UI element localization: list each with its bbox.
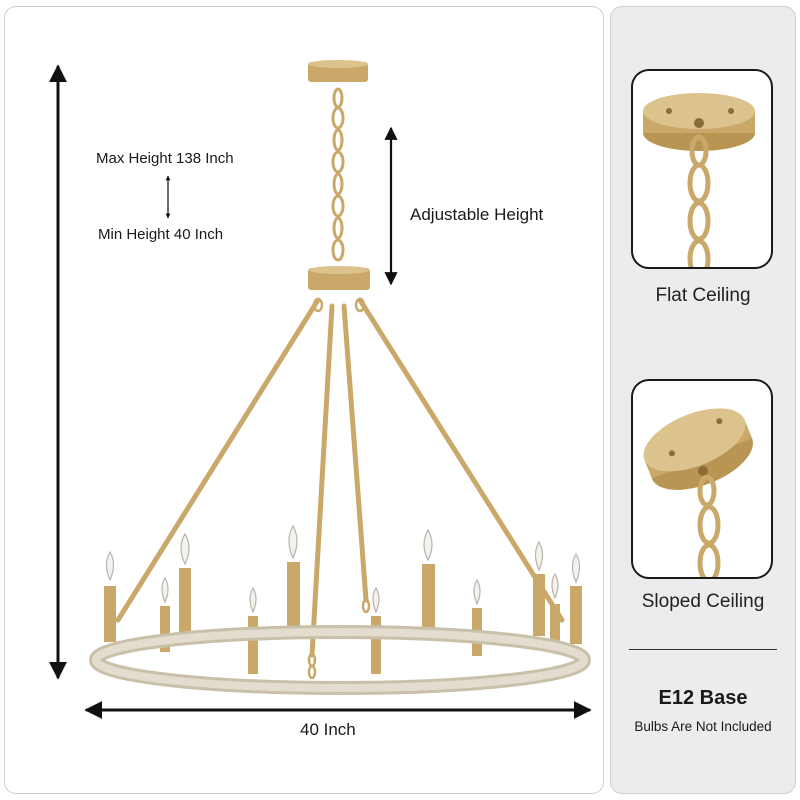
hanging-chain — [331, 87, 345, 262]
support-rods — [115, 297, 565, 658]
chandelier-hub — [308, 266, 370, 290]
sloped-ceiling-thumbnail — [631, 379, 773, 579]
bulb-note: Bulbs Are Not Included — [634, 719, 772, 734]
candle-bulbs — [105, 524, 581, 614]
candle-arms — [104, 562, 582, 674]
rod-hook-joints — [307, 297, 371, 668]
sloped-ceiling-canopy-image — [643, 408, 754, 577]
flat-ceiling-thumbnail — [631, 69, 773, 269]
min-height-label: Min Height 40 Inch — [98, 226, 224, 243]
wood-ring — [89, 625, 591, 695]
ceiling-canopy — [308, 60, 368, 82]
sloped-ceiling-caption: Sloped Ceiling — [641, 591, 765, 612]
width-label: 40 Inch — [300, 720, 356, 739]
flat-ceiling-caption: Flat Ceiling — [655, 285, 751, 306]
flat-ceiling-canopy-image — [643, 93, 755, 267]
sidebar-divider — [629, 649, 777, 650]
max-height-label: Max Height 138 Inch — [96, 150, 234, 167]
adjustable-height-label: Adjustable Height — [410, 205, 544, 224]
bulb-base-title: E12 Base — [658, 687, 748, 709]
bottom-chain — [307, 664, 317, 680]
detail-sidebar: Flat Ceiling Sloped Ceiling E12 Base Bul… — [610, 6, 796, 794]
